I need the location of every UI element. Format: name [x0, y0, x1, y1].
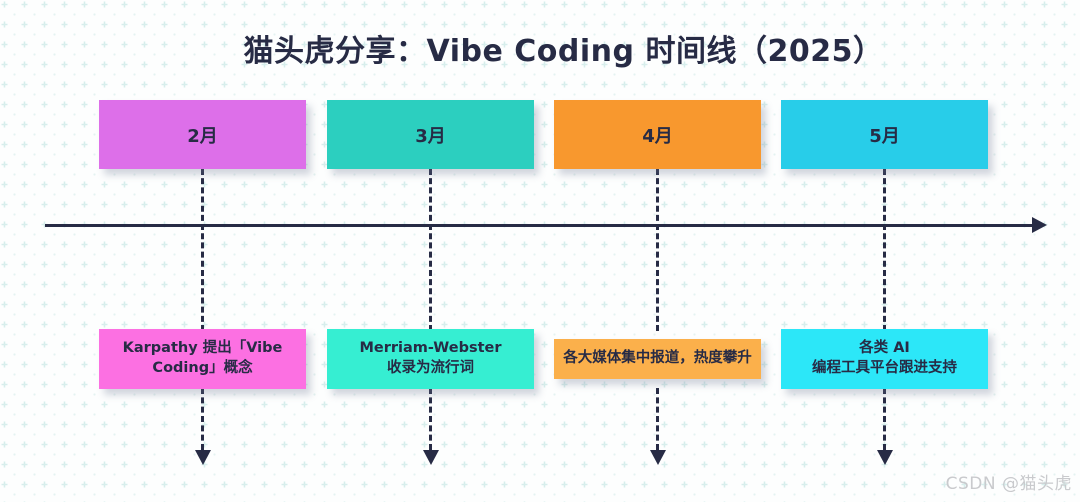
watermark: CSDN @猫头虎: [945, 474, 1072, 494]
timeline-axis-arrowhead-icon: [1032, 217, 1047, 233]
month-label: 3月: [415, 125, 446, 147]
event-wrap: 各类 AI 编程工具平台跟进支持: [781, 323, 988, 395]
event-label: 各类 AI 编程工具平台跟进支持: [812, 340, 957, 376]
month-label: 5月: [869, 125, 900, 147]
timeline-column-mar: 3月 Merriam-Webster 收录为流行词: [327, 100, 534, 470]
connector-dashed-line: [429, 169, 432, 331]
event-box-mar: Merriam-Webster 收录为流行词: [327, 329, 534, 389]
event-box-may: 各类 AI 编程工具平台跟进支持: [781, 329, 988, 389]
connector-dashed-line: [656, 169, 659, 331]
month-box-apr: 4月: [554, 100, 761, 169]
event-wrap: Karpathy 提出「Vibe Coding」概念: [99, 323, 306, 395]
connector-dashed-line: [883, 169, 886, 331]
timeline-column-feb: 2月 Karpathy 提出「Vibe Coding」概念: [99, 100, 306, 470]
event-label: 各大媒体集中报道，热度攀升: [563, 350, 752, 367]
connector-dashed-line: [201, 169, 204, 331]
page-title: 猫头虎分享：Vibe Coding 时间线（2025）: [243, 34, 884, 69]
event-label: Karpathy 提出「Vibe Coding」概念: [122, 340, 283, 376]
connector-dashed-line: [201, 388, 204, 450]
down-arrowhead-icon: [877, 450, 893, 465]
event-box-apr: 各大媒体集中报道，热度攀升: [554, 339, 761, 379]
connector-dashed-line: [429, 388, 432, 450]
down-arrowhead-icon: [423, 450, 439, 465]
connector-dashed-line: [883, 388, 886, 450]
timeline-axis: [45, 224, 1033, 227]
connector-dashed-line: [656, 388, 659, 450]
event-wrap: Merriam-Webster 收录为流行词: [327, 323, 534, 395]
timeline-column-apr: 4月 各大媒体集中报道，热度攀升: [554, 100, 761, 470]
event-wrap: 各大媒体集中报道，热度攀升: [554, 323, 761, 395]
month-label: 2月: [187, 125, 218, 147]
down-arrowhead-icon: [195, 450, 211, 465]
timeline-column-may: 5月 各类 AI 编程工具平台跟进支持: [781, 100, 988, 470]
month-box-may: 5月: [781, 100, 988, 169]
event-box-feb: Karpathy 提出「Vibe Coding」概念: [99, 329, 306, 389]
month-box-mar: 3月: [327, 100, 534, 169]
month-label: 4月: [642, 125, 673, 147]
down-arrowhead-icon: [650, 450, 666, 465]
event-label: Merriam-Webster 收录为流行词: [359, 340, 502, 376]
month-box-feb: 2月: [99, 100, 306, 169]
